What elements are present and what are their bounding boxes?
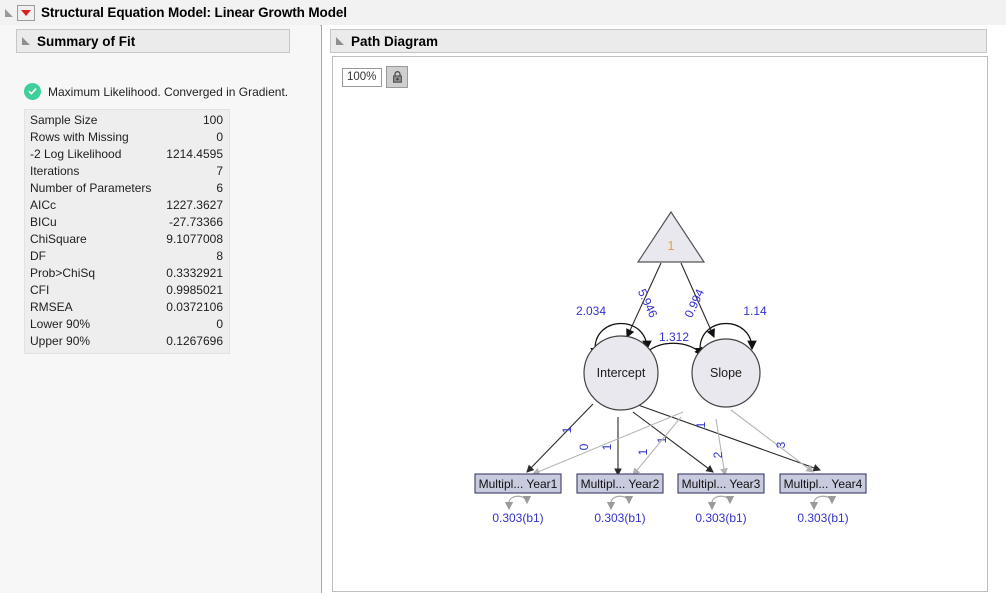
fit-statistic-label: Sample Size bbox=[30, 112, 97, 129]
loading-slope-year2 bbox=[633, 417, 681, 475]
fit-statistic-value: 7 bbox=[216, 163, 223, 180]
fit-statistic-label: Upper 90% bbox=[30, 333, 90, 350]
fit-statistic-row: CFI 0.9985021 bbox=[25, 282, 229, 299]
constant-node-label: 1 bbox=[667, 238, 674, 253]
fit-statistic-label: DF bbox=[30, 248, 46, 265]
fit-statistic-row: Number of Parameters 6 bbox=[25, 180, 229, 197]
fit-statistic-row: Prob>ChiSq 0.3332921 bbox=[25, 265, 229, 282]
fit-statistic-label: BICu bbox=[30, 214, 57, 231]
fit-statistic-row: -2 Log Likelihood 1214.4595 bbox=[25, 146, 229, 163]
variance-label-slope: 1.14 bbox=[743, 304, 767, 318]
latent-label-intercept: Intercept bbox=[597, 366, 646, 380]
fit-statistic-row: Iterations 7 bbox=[25, 163, 229, 180]
loading-label-intercept-year2: 1 bbox=[600, 443, 614, 450]
fit-statistic-label: CFI bbox=[30, 282, 49, 299]
fit-statistic-value: 0.3332921 bbox=[166, 265, 223, 282]
convergence-text: Maximum Likelihood. Converged in Gradien… bbox=[48, 85, 288, 99]
fit-statistic-row: RMSEA 0.0372106 bbox=[25, 299, 229, 316]
green-check-icon bbox=[24, 83, 41, 100]
page-title: Structural Equation Model: Linear Growth… bbox=[41, 5, 347, 20]
fit-statistic-label: Lower 90% bbox=[30, 316, 90, 333]
path-diagram-canvas[interactable]: 100% bbox=[332, 56, 988, 592]
observed-node-year4: Multipl... Year4 0.303(b1) bbox=[780, 474, 866, 525]
loading-label-slope-year4: 3 bbox=[774, 441, 788, 448]
path-diagram-title: Path Diagram bbox=[351, 34, 438, 49]
fit-statistic-label: ChiSquare bbox=[30, 231, 87, 248]
residual-label-year4: 0.303(b1) bbox=[797, 511, 848, 525]
variance-label-intercept: 2.034 bbox=[576, 304, 606, 318]
observed-label-year2: Multipl... Year2 bbox=[581, 477, 660, 491]
mean-label-intercept: 5.946 bbox=[635, 287, 661, 320]
fit-statistic-row: Upper 90% 0.1267696 bbox=[25, 333, 229, 350]
fit-statistic-value: 1214.4595 bbox=[166, 146, 223, 163]
fit-statistic-value: 0.9985021 bbox=[166, 282, 223, 299]
path-diagram-panel: Path Diagram 100% bbox=[322, 25, 1006, 593]
fit-statistic-label: Number of Parameters bbox=[30, 180, 151, 197]
summary-of-fit-title: Summary of Fit bbox=[37, 34, 135, 49]
loading-label-slope-year1: 0 bbox=[577, 443, 591, 450]
fit-statistic-row: AICc 1227.3627 bbox=[25, 197, 229, 214]
observed-node-year3: Multipl... Year3 0.303(b1) bbox=[678, 474, 764, 525]
residual-loop-year4 bbox=[814, 496, 832, 503]
observed-node-year1: Multipl... Year1 0.303(b1) bbox=[475, 474, 561, 525]
fit-statistic-value: 0.1267696 bbox=[166, 333, 223, 350]
covariance-label: 1.312 bbox=[659, 330, 689, 344]
fit-statistic-label: Iterations bbox=[30, 163, 79, 180]
fit-statistic-label: Rows with Missing bbox=[30, 129, 129, 146]
fit-statistic-value: 6 bbox=[216, 180, 223, 197]
fit-statistic-row: Sample Size 100 bbox=[25, 112, 229, 129]
disclosure-triangle-icon[interactable] bbox=[335, 36, 346, 47]
residual-loop-year3 bbox=[712, 496, 730, 503]
convergence-status: Maximum Likelihood. Converged in Gradien… bbox=[24, 83, 288, 100]
observed-label-year3: Multipl... Year3 bbox=[682, 477, 761, 491]
fit-statistic-value: -27.73366 bbox=[169, 214, 223, 231]
fit-statistic-value: 0 bbox=[216, 316, 223, 333]
fit-statistic-row: ChiSquare 9.1077008 bbox=[25, 231, 229, 248]
fit-statistic-value: 0 bbox=[216, 129, 223, 146]
latent-label-slope: Slope bbox=[710, 366, 742, 380]
fit-statistics-table: Sample Size100Rows with Missing0-2 Log L… bbox=[24, 109, 230, 354]
fit-statistic-label: Prob>ChiSq bbox=[30, 265, 95, 282]
loading-intercept-year1 bbox=[527, 404, 593, 472]
fit-statistic-value: 0.0372106 bbox=[166, 299, 223, 316]
fit-statistic-row: Rows with Missing 0 bbox=[25, 129, 229, 146]
window-title-bar: Structural Equation Model: Linear Growth… bbox=[0, 0, 1006, 26]
fit-statistic-row: BICu -27.73366 bbox=[25, 214, 229, 231]
path-diagram-graphic: 1 5.946 0.994 2.034 1.14 1.312 bbox=[333, 57, 987, 591]
loading-label-slope-year2: 1 bbox=[636, 448, 650, 455]
fit-statistic-row: DF 8 bbox=[25, 248, 229, 265]
loading-label-intercept-year1: 1 bbox=[560, 426, 574, 433]
residual-label-year3: 0.303(b1) bbox=[695, 511, 746, 525]
fit-statistic-label: -2 Log Likelihood bbox=[30, 146, 121, 163]
mean-label-slope: 0.994 bbox=[682, 286, 708, 319]
residual-label-year1: 0.303(b1) bbox=[492, 511, 543, 525]
path-diagram-header[interactable]: Path Diagram bbox=[330, 29, 987, 53]
summary-of-fit-panel: Summary of Fit Maximum Likelihood. Conve… bbox=[0, 25, 320, 593]
loading-slope-year3 bbox=[716, 419, 725, 475]
residual-loop-year1 bbox=[509, 496, 527, 503]
loading-label-slope-year3: 2 bbox=[711, 451, 725, 458]
fit-statistic-label: AICc bbox=[30, 197, 56, 214]
loading-intercept-year3 bbox=[633, 412, 713, 472]
fit-statistic-value: 8 bbox=[216, 248, 223, 265]
observed-node-year2: Multipl... Year2 0.303(b1) bbox=[577, 474, 663, 525]
disclosure-triangle-icon[interactable] bbox=[3, 7, 15, 19]
constant-triangle-node bbox=[638, 212, 704, 262]
loading-slope-year4 bbox=[731, 410, 813, 472]
observed-label-year1: Multipl... Year1 bbox=[479, 477, 558, 491]
fit-statistic-row: Lower 90% 0 bbox=[25, 316, 229, 333]
observed-label-year4: Multipl... Year4 bbox=[784, 477, 863, 491]
fit-statistic-value: 100 bbox=[203, 112, 223, 129]
fit-statistic-label: RMSEA bbox=[30, 299, 73, 316]
red-triangle-menu-icon[interactable] bbox=[17, 5, 35, 21]
fit-statistic-value: 1227.3627 bbox=[166, 197, 223, 214]
disclosure-triangle-icon[interactable] bbox=[21, 36, 32, 47]
residual-loop-year2 bbox=[611, 496, 629, 503]
residual-label-year2: 0.303(b1) bbox=[594, 511, 645, 525]
loading-label-intercept-year4: 1 bbox=[694, 421, 708, 428]
fit-statistic-value: 9.1077008 bbox=[166, 231, 223, 248]
summary-of-fit-header[interactable]: Summary of Fit bbox=[16, 29, 290, 53]
